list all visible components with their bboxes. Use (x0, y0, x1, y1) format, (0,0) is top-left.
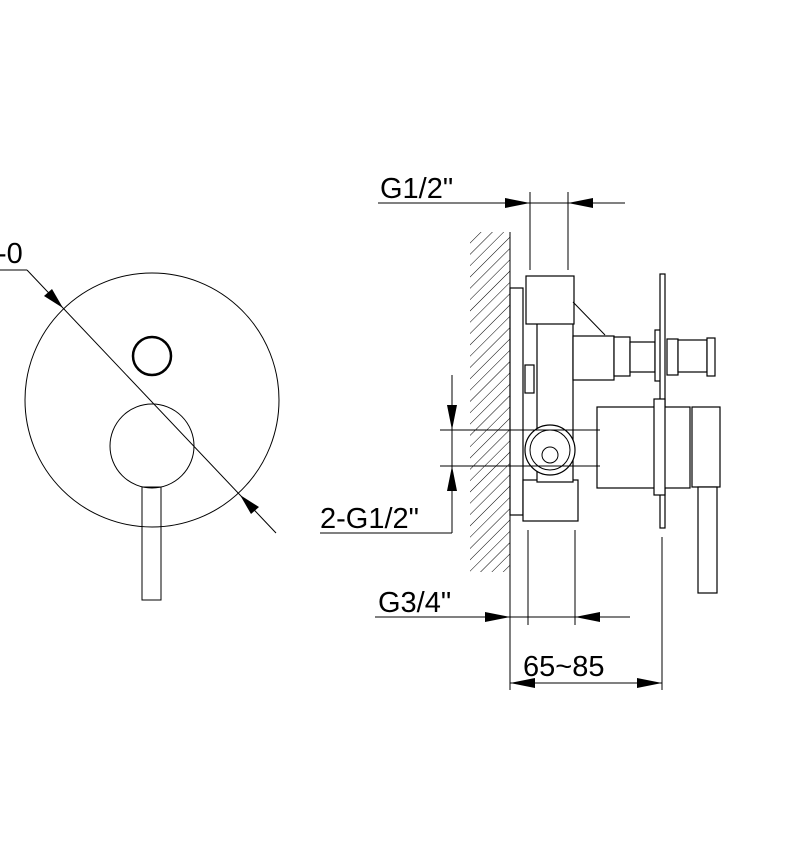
arrow-icon (44, 289, 63, 308)
diverter-body (572, 335, 615, 381)
arrow-icon (575, 612, 600, 622)
diverter-button-cap (706, 337, 716, 377)
arrow-icon (637, 678, 662, 688)
diverter-button (131, 335, 173, 377)
diverter-collar (666, 338, 679, 376)
arrow-icon (568, 198, 593, 208)
lever-handle-side (697, 486, 718, 594)
inlet-port-core (541, 446, 559, 464)
outlet-label: G3/4" (378, 587, 451, 619)
diameter-label: -0 (0, 238, 23, 270)
arrow-icon (505, 198, 530, 208)
side-view: G1/2" 2-G1/2" G3/4" 65~85 (320, 173, 721, 690)
diverter-stem (629, 341, 656, 373)
depth-range-label: 65~85 (523, 651, 604, 683)
cartridge-body (596, 406, 691, 489)
inlet-top-label: G1/2" (380, 173, 453, 205)
side-nut (524, 364, 535, 394)
cover-plate-outline (24, 272, 280, 528)
cartridge-flange (653, 398, 666, 496)
lever-handle (141, 486, 162, 601)
wall-hatch (470, 232, 510, 572)
arrow-icon (485, 612, 510, 622)
arrow-icon (240, 495, 259, 514)
inlet-side-label: 2-G1/2" (320, 503, 419, 535)
front-view: -0 (0, 238, 280, 601)
diameter-dimension-line (26, 269, 277, 534)
arrow-icon (447, 466, 457, 491)
handle-hub-side (691, 406, 721, 488)
handle-hub (109, 403, 195, 489)
top-inlet-block (525, 275, 575, 325)
arrow-icon (447, 405, 457, 430)
diverter-button-stem (677, 339, 708, 373)
arrow-icon (510, 678, 535, 688)
body-edge (572, 301, 606, 336)
outlet-block (522, 479, 579, 522)
inlet-port-outer (524, 424, 576, 476)
diverter-nut (613, 336, 631, 377)
mounting-plate (509, 287, 524, 516)
